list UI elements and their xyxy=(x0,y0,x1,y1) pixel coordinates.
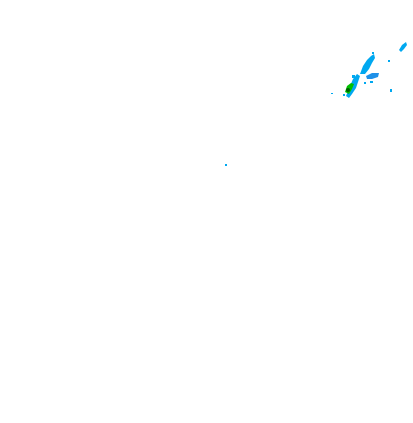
radar-echo-isolated xyxy=(225,164,227,166)
radar-echo-speck xyxy=(331,93,333,94)
radar-echo-cell-east xyxy=(366,73,379,79)
radar-echo-speck xyxy=(372,52,374,54)
radar-echo-cell-far-northeast xyxy=(399,42,407,52)
radar-echo-core-heavy xyxy=(346,88,350,92)
radar-echo-speck xyxy=(343,94,345,96)
radar-echo-speck xyxy=(390,89,392,92)
radar-echo-speck xyxy=(370,81,373,83)
radar-echo-speck xyxy=(352,75,355,78)
radar-echo-band-upper xyxy=(360,54,375,74)
radar-echo-cluster-northeast xyxy=(331,42,407,98)
radar-echo-speck xyxy=(388,60,390,62)
radar-echo-speck xyxy=(364,82,366,84)
